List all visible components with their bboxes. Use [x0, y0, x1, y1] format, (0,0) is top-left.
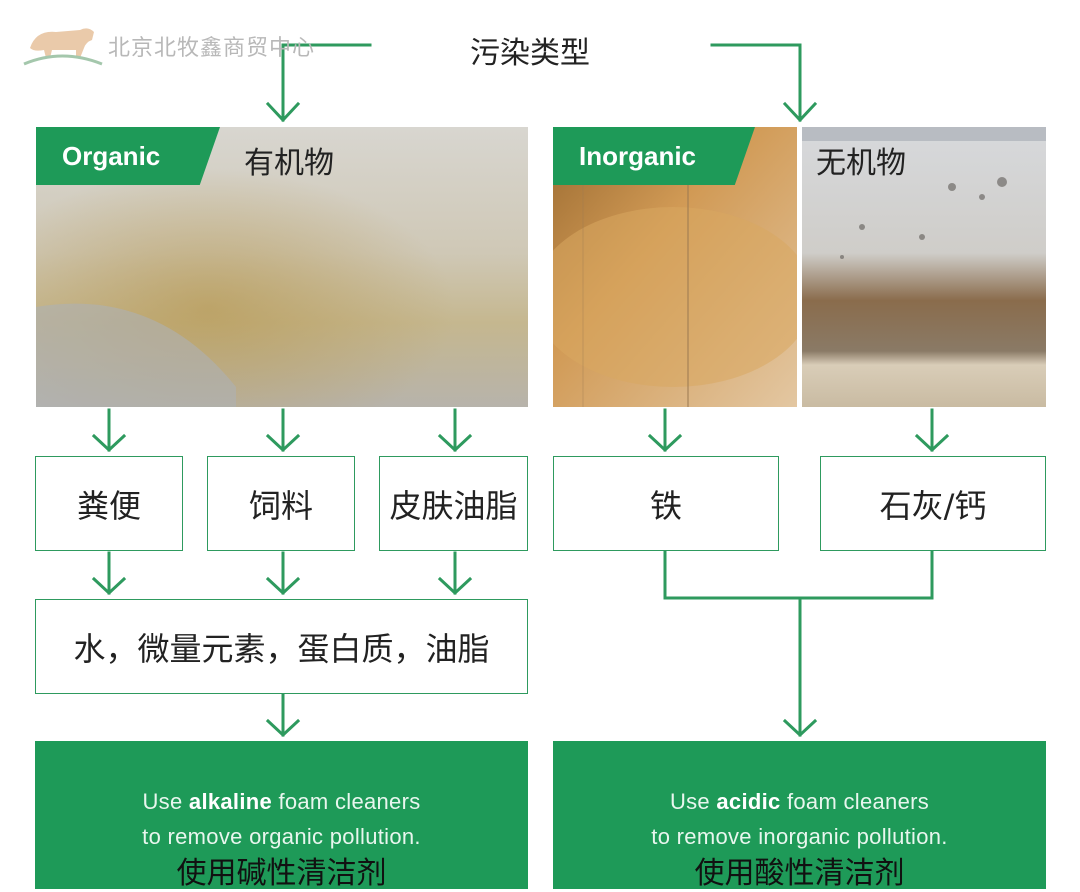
item-lime-calcium: 石灰/钙	[820, 456, 1046, 551]
item-skin-oil: 皮肤油脂	[379, 456, 528, 551]
item-feces: 粪便	[35, 456, 183, 551]
watermark-text: 北京北牧鑫商贸中心	[108, 36, 316, 61]
inorganic-tag-label: Inorganic	[579, 141, 697, 171]
alkaline-solution: Use alkaline foam cleaners to remove org…	[35, 741, 528, 891]
item-iron-label: 铁	[649, 486, 682, 525]
item-feed-label: 饲料	[248, 486, 313, 525]
item-lime-calcium-label: 石灰/钙	[879, 486, 987, 525]
alkaline-solution-line2: to remove organic pollution.	[142, 824, 421, 849]
diagram-title: 污染类型	[470, 36, 590, 71]
item-iron: 铁	[553, 456, 779, 551]
organic-components-label: 水，微量元素，蛋白质，油脂	[73, 629, 490, 668]
acidic-solution-line1: Use acidic foam cleaners	[669, 789, 930, 814]
organic-tag: Organic	[36, 127, 220, 185]
acidic-solution: Use acidic foam cleaners to remove inorg…	[553, 741, 1046, 891]
inorganic-tag: Inorganic	[553, 127, 755, 185]
organic-label: 有机物	[244, 146, 334, 181]
lime-photo	[802, 127, 1046, 407]
acidic-solution-line2: to remove inorganic pollution.	[651, 824, 948, 849]
organic-photo	[36, 127, 528, 407]
cattle-logo-icon	[23, 28, 103, 66]
alkaline-solution-cn: 使用碱性清洁剂	[176, 856, 387, 891]
inorganic-label: 无机物	[816, 146, 906, 181]
acidic-solution-cn: 使用酸性清洁剂	[694, 856, 905, 891]
organic-tag-label: Organic	[62, 141, 161, 171]
item-feces-label: 粪便	[76, 486, 141, 525]
alkaline-solution-line1: Use alkaline foam cleaners	[142, 789, 421, 814]
item-feed: 饲料	[207, 456, 355, 551]
organic-components: 水，微量元素，蛋白质，油脂	[35, 599, 528, 694]
item-skin-oil-label: 皮肤油脂	[389, 486, 518, 525]
